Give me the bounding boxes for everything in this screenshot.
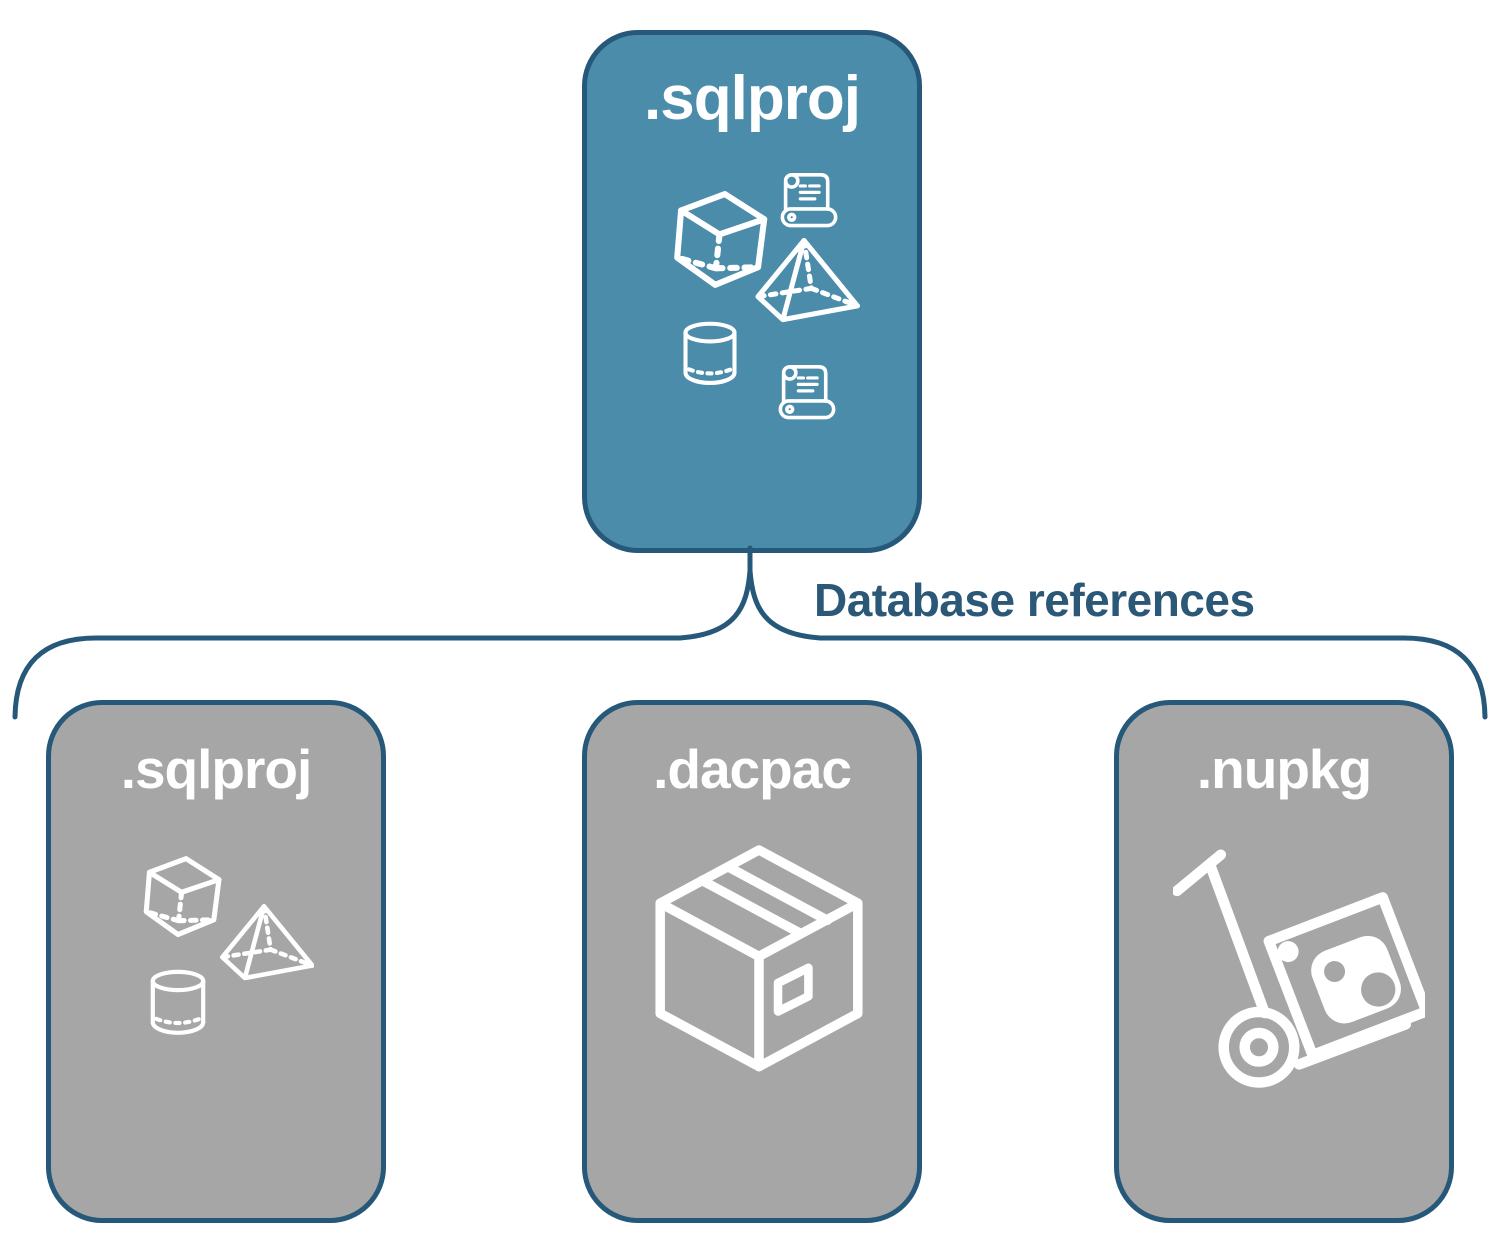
connector-brace xyxy=(12,545,1488,720)
scroll-icon xyxy=(771,361,843,428)
scroll-icon xyxy=(773,169,845,236)
package-icon xyxy=(639,831,879,1097)
node-sqlproj-child: .sqlproj xyxy=(46,700,386,1223)
cube-icon xyxy=(665,185,775,295)
pyramid-icon xyxy=(748,235,860,327)
pyramid-icon xyxy=(214,899,314,987)
node-title: .dacpac xyxy=(653,738,852,800)
node-title: .sqlproj xyxy=(120,738,313,800)
connector-label: Database references xyxy=(814,574,1255,626)
cube-icon xyxy=(136,851,228,943)
node-title: .nupkg xyxy=(1196,738,1372,800)
node-title: .sqlproj xyxy=(644,64,861,133)
cylinder-icon xyxy=(676,315,744,391)
cylinder-icon xyxy=(143,963,213,1041)
node-sqlproj-root: .sqlproj xyxy=(582,30,922,553)
handtruck-icon xyxy=(1173,849,1425,1093)
node-dacpac: .dacpac xyxy=(582,700,922,1223)
node-nupkg: .nupkg xyxy=(1114,700,1454,1223)
